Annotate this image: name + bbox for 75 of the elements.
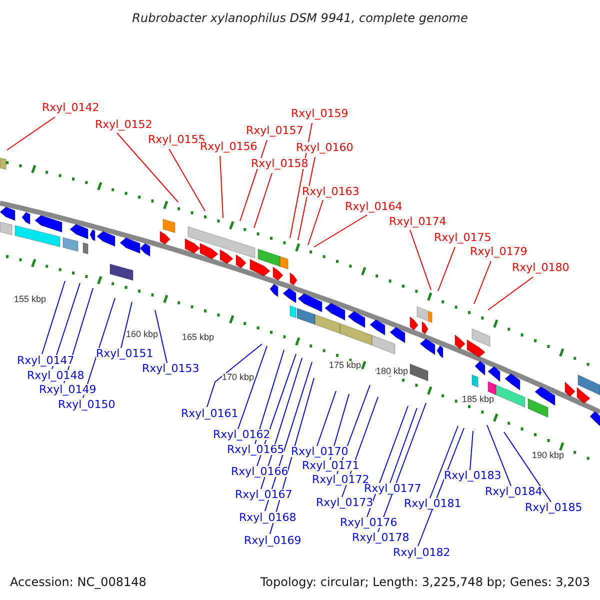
gene-label: Rxyl_0160 — [296, 142, 354, 153]
leader-line — [220, 156, 224, 218]
scale-label: 180 kbp — [376, 367, 408, 376]
leader-line — [390, 408, 418, 484]
leader-line — [366, 406, 408, 518]
title: Rubrobacter xylanophilus DSM 9941, complete genome — [131, 12, 469, 24]
leader-line — [42, 280, 66, 354]
gene-label: Rxyl_0150 — [58, 399, 116, 410]
gene-label: Rxyl_0178 — [352, 532, 410, 543]
gene-label: Rxyl_0163 — [302, 186, 360, 197]
gene-label: Rxyl_0161 — [181, 408, 238, 419]
gene-label: Rxyl_0176 — [340, 517, 398, 528]
scale-label: 185 kbp — [462, 395, 494, 404]
scale-label: 155 kbp — [14, 295, 46, 304]
gene-label: Rxyl_0147 — [17, 355, 74, 366]
leader-line — [474, 260, 492, 304]
leader-line — [410, 230, 432, 290]
gene-label: Rxyl_0169 — [244, 535, 302, 546]
gene-label: Rxyl_0184 — [485, 486, 542, 497]
gene-label: Rxyl_0172 — [312, 474, 370, 485]
leader-line — [430, 426, 458, 498]
leader-line — [488, 276, 534, 310]
leader-line — [206, 344, 262, 408]
gene-label: Rxyl_0168 — [239, 512, 296, 523]
gene-label: Rxyl_0181 — [404, 498, 462, 509]
gene-label: Rxyl_0185 — [525, 502, 582, 513]
gene-label: Rxyl_0174 — [389, 216, 446, 227]
leader-line — [254, 350, 284, 444]
gene-label: Rxyl_0175 — [434, 232, 492, 243]
gene-label: Rxyl_0170 — [291, 446, 348, 457]
gene-label: Rxyl_0159 — [291, 108, 348, 119]
gene-label: Rxyl_0149 — [39, 384, 96, 395]
leader-line — [154, 310, 168, 364]
leader-line — [316, 390, 336, 446]
scale-label: 165 kbp — [182, 333, 214, 342]
gene-label: Rxyl_0166 — [231, 466, 288, 477]
leader-line — [438, 246, 456, 292]
gene-label: Rxyl_0180 — [512, 262, 570, 273]
gene-label: Rxyl_0171 — [302, 460, 360, 471]
leader-line — [116, 132, 178, 202]
leader-line — [52, 282, 80, 370]
leader-line — [6, 116, 56, 150]
leader-line — [168, 148, 206, 212]
gene-label: Rxyl_0164 — [345, 201, 402, 212]
gene-label: Rxyl_0177 — [364, 483, 422, 494]
leader-line — [314, 214, 368, 248]
gene-label: Rxyl_0158 — [251, 158, 308, 169]
scale-label: 190 kbp — [532, 451, 564, 460]
leader-line — [308, 200, 324, 246]
leader-line — [254, 172, 272, 228]
gene-label: Rxyl_0179 — [470, 246, 528, 257]
gene-label: Rxyl_0151 — [96, 348, 154, 359]
leader-line — [240, 140, 268, 222]
accession-note: Accession: NC_008148 — [10, 576, 146, 588]
gene-label: Rxyl_0173 — [316, 497, 374, 508]
leader-line — [298, 156, 316, 240]
leader-line — [238, 346, 268, 430]
gene-label: Rxyl_0153 — [142, 363, 200, 374]
topology-note: Topology: circular; Length: 3,225,748 bp; Genes: 3,203 — [260, 576, 590, 588]
gene-label: Rxyl_0152 — [95, 119, 152, 130]
scale-label: 175 kbp — [328, 361, 362, 370]
leader-line — [470, 430, 474, 470]
gene-label: Rxyl_0182 — [393, 547, 450, 558]
scale-label: 170 kbp — [222, 373, 254, 382]
gene-label: Rxyl_0157 — [246, 125, 304, 136]
leader-line — [504, 432, 552, 502]
gene-label: Rxyl_0142 — [42, 102, 100, 113]
gene-label: Rxyl_0162 — [213, 429, 270, 440]
leader-line — [486, 424, 512, 486]
scale-label: 160 kbp — [126, 330, 158, 339]
gene-label: Rxyl_0165 — [227, 444, 284, 455]
gene-label: Rxyl_0148 — [27, 370, 84, 381]
leader-line — [120, 302, 132, 348]
gene-label: Rxyl_0167 — [235, 489, 292, 500]
gene-label: Rxyl_0183 — [444, 470, 502, 481]
